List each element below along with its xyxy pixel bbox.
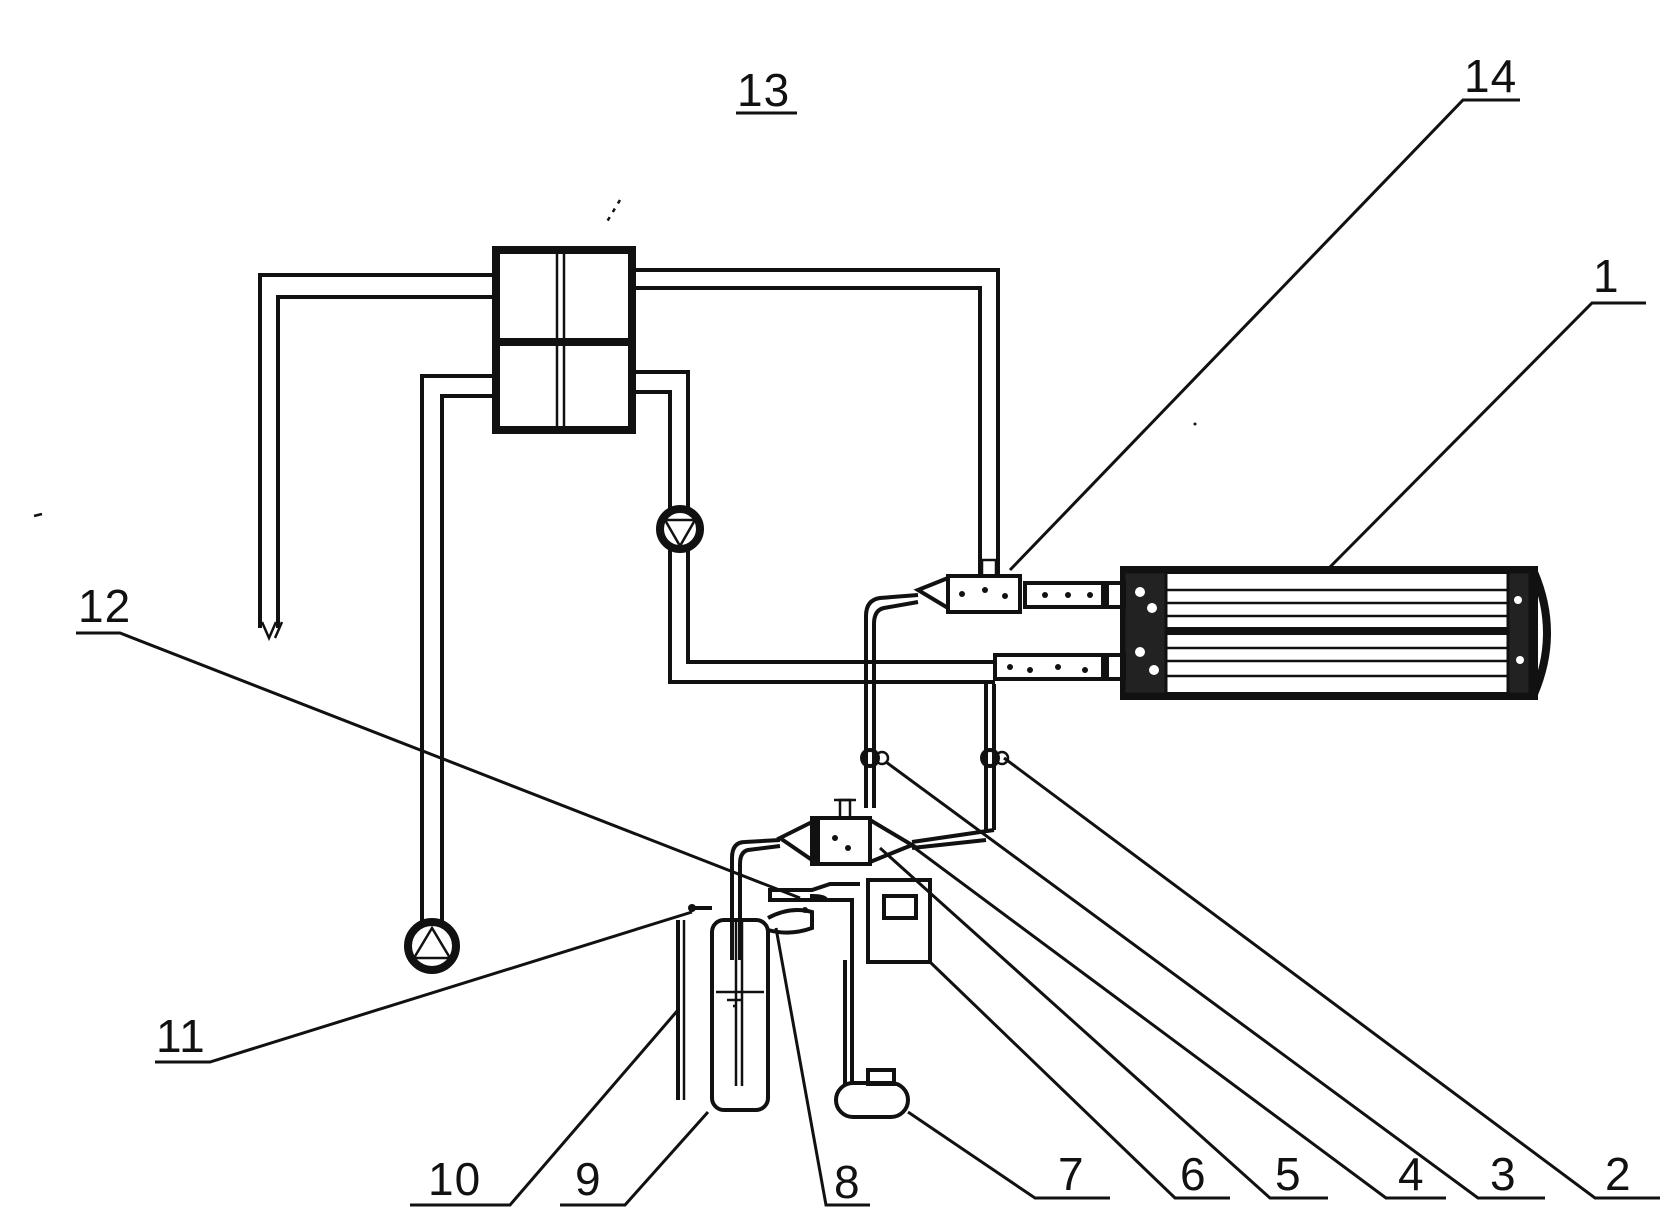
leader-lines [76,98,1660,1207]
valve-3 [860,748,890,768]
callout-6: 6 [1180,1148,1207,1200]
callout-2: 2 [1605,1148,1632,1200]
callout-8: 8 [834,1156,861,1208]
component-11-inlet [688,904,712,912]
callout-10: 10 [428,1153,481,1205]
callout-3: 3 [1490,1148,1517,1200]
component-6-control-box [866,878,932,964]
callout-14: 14 [1464,50,1517,102]
callout-7: 7 [1058,1148,1085,1200]
outlet-arrow-icon [260,621,284,642]
bundle-headers [993,581,1126,681]
component-5-mixer [730,798,995,960]
callout-5: 5 [1275,1148,1302,1200]
callout-12: 12 [78,580,131,632]
valve-2 [980,684,1010,830]
callout-13: 13 [737,64,790,116]
component-1-tube-bundle [1120,566,1551,700]
component-13-box [492,199,636,434]
circulation-pump-lower [404,918,460,974]
callout-9: 9 [575,1153,602,1205]
component-14-mixer [864,558,1022,808]
component-10-probe [676,920,686,1100]
callout-4: 4 [1398,1148,1425,1200]
component-7-compressor [834,960,910,1119]
component-8-nozzle [767,882,860,960]
component-9-vessel [710,918,770,1112]
callout-11: 11 [156,1010,206,1062]
callout-1: 1 [1593,250,1620,302]
circulation-pump-upper [656,505,704,553]
pipe-network [258,268,1000,922]
